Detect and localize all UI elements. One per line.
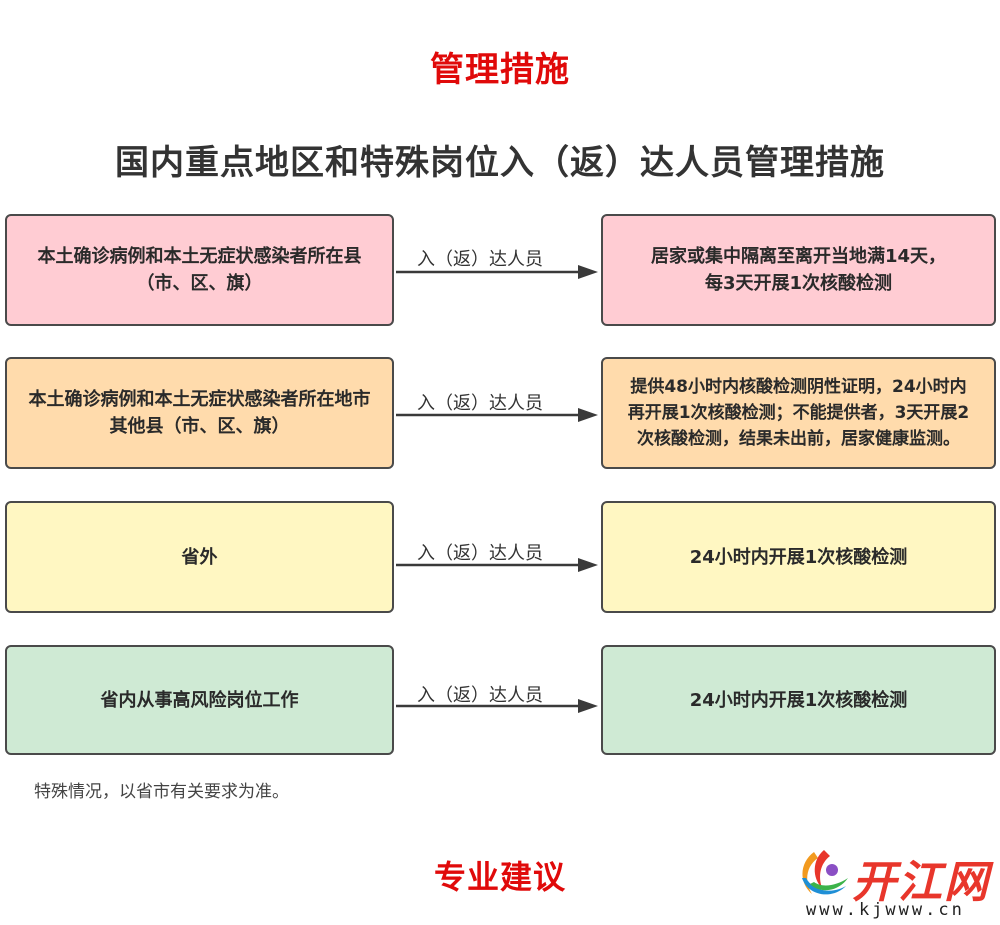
arrow-label: 入（返）达人员 xyxy=(417,543,543,564)
diagram-title: 国内重点地区和特殊岗位入（返）达人员管理措施 xyxy=(115,143,885,183)
source-box-high-risk-job: 省内从事高风险岗位工作 xyxy=(5,645,394,755)
source-label: 本土确诊病例和本土无症状感染者所在县（市、区、旗） xyxy=(37,246,362,294)
measure-label: 24小时内开展1次核酸检测 xyxy=(689,546,908,568)
source-label: 本土确诊病例和本土无症状感染者所在地市其他县（市、区、旗） xyxy=(28,389,371,437)
measure-label: 居家或集中隔离至离开当地满14天，每3天开展1次核酸检测 xyxy=(650,246,947,294)
arrow-label: 入（返）达人员 xyxy=(417,249,543,270)
source-box-local-case-county: 本土确诊病例和本土无症状感染者所在县（市、区、旗） xyxy=(5,214,394,326)
measure-box-local-case-county: 居家或集中隔离至离开当地满14天，每3天开展1次核酸检测 xyxy=(601,214,996,326)
section-header-management-measures: 管理措施 xyxy=(430,50,570,90)
site-name: 开江网 xyxy=(852,857,990,908)
section-header-professional-advice: 专业建议 xyxy=(433,858,566,896)
right-arrow-icon xyxy=(396,265,598,279)
measure-label: 24小时内开展1次核酸检测 xyxy=(689,689,908,711)
measure-label: 提供48小时内核酸检测阴性证明，24小时内再开展1次核酸检测；不能提供者，3天开… xyxy=(627,377,970,449)
site-watermark: 开江网 www.kjwww.cn xyxy=(792,842,997,922)
site-logo-icon xyxy=(802,850,848,895)
source-box-same-city-other-county: 本土确诊病例和本土无症状感染者所在地市其他县（市、区、旗） xyxy=(5,357,394,469)
arrow-label: 入（返）达人员 xyxy=(417,393,543,414)
source-label: 省内从事高风险岗位工作 xyxy=(100,689,299,711)
right-arrow-icon xyxy=(396,558,598,572)
source-label: 省外 xyxy=(181,546,218,568)
arrow-label: 入（返）达人员 xyxy=(417,685,543,706)
source-box-out-of-province: 省外 xyxy=(5,501,394,613)
right-arrow-icon xyxy=(396,699,598,713)
site-url: www.kjwww.cn xyxy=(806,900,965,920)
right-arrow-icon xyxy=(396,408,598,422)
measure-box-out-of-province: 24小时内开展1次核酸检测 xyxy=(601,501,996,613)
measure-box-high-risk-job: 24小时内开展1次核酸检测 xyxy=(601,645,996,755)
measure-box-same-city-other-county: 提供48小时内核酸检测阴性证明，24小时内再开展1次核酸检测；不能提供者，3天开… xyxy=(601,357,996,469)
special-case-note: 特殊情况，以省市有关要求为准。 xyxy=(34,782,289,802)
